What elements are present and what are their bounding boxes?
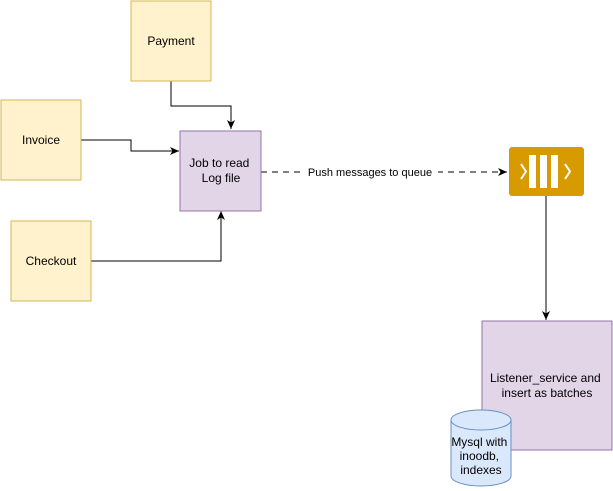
- invoice-label: Invoice: [22, 133, 60, 147]
- mysql-label-line-3: indexes: [460, 463, 501, 477]
- job-label: Job to read Log file: [189, 156, 252, 185]
- listener-label: Listener_service and insert as batches: [490, 371, 604, 400]
- queue-bar-2: [540, 155, 547, 188]
- listener-label-line-2: insert as batches: [502, 386, 593, 400]
- database-cylinder-body: [450, 420, 512, 487]
- edge-payment-to-job: [170, 81, 235, 129]
- job-node[interactable]: Job to read Log file: [179, 130, 262, 212]
- database-cylinder-top: [450, 409, 512, 431]
- checkout-node[interactable]: Checkout: [10, 220, 92, 302]
- job-box: [179, 130, 262, 212]
- queue-chevron-left-icon: [520, 163, 528, 180]
- checkout-label: Checkout: [26, 254, 77, 268]
- queue-bar-1: [529, 155, 536, 188]
- mysql-label: Mysql with inoodb, indexes: [451, 435, 510, 477]
- queue-chevron-right-icon: [564, 163, 572, 180]
- queue-bar-3: [551, 155, 558, 188]
- job-label-line-2: Log file: [202, 171, 241, 185]
- push-messages-label: Push messages to queue: [308, 167, 432, 179]
- checkout-box: [10, 220, 92, 302]
- edge-checkout-to-job: [91, 211, 225, 262]
- payment-node[interactable]: Payment: [130, 0, 212, 82]
- edge-invoice-to-job: [81, 139, 179, 155]
- edges: [81, 81, 550, 320]
- mysql-label-line-1: Mysql with: [451, 435, 507, 449]
- invoice-box: [0, 99, 82, 181]
- message-queue-icon[interactable]: [509, 147, 584, 196]
- job-label-line-1: Job to read: [189, 156, 249, 170]
- listener-label-line-1: Listener_service and: [490, 371, 601, 385]
- payment-label: Payment: [147, 34, 195, 48]
- payment-box: [130, 0, 212, 82]
- invoice-node[interactable]: Invoice: [0, 99, 82, 181]
- mysql-label-line-2: inoodb,: [460, 449, 499, 463]
- mysql-database-node[interactable]: Mysql with inoodb, indexes: [450, 409, 512, 487]
- push-label-background: [301, 164, 438, 180]
